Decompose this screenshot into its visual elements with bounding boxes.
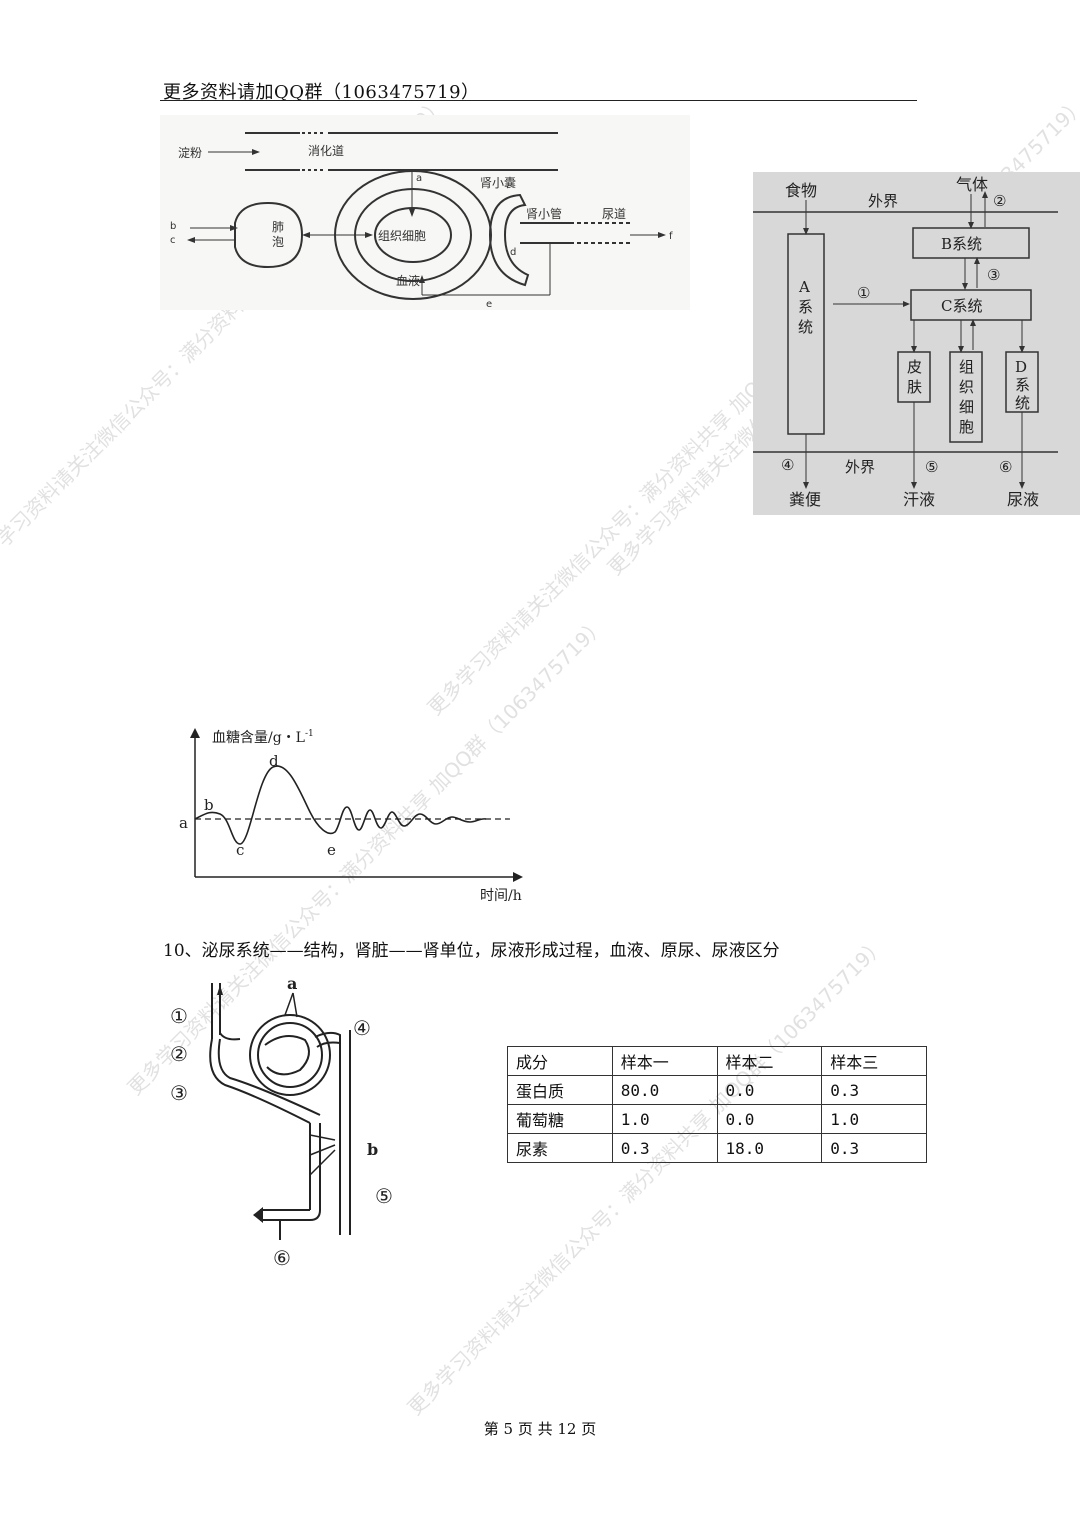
section-title: 10、泌尿系统——结构，肾脏——肾单位，尿液形成过程，血液、原尿、尿液区分 xyxy=(163,941,780,961)
table-header-row: 成分 样本一 样本二 样本三 xyxy=(507,1046,927,1076)
marker-5: ⑤ xyxy=(925,458,938,476)
table-cell: 18.0 xyxy=(716,1133,823,1163)
tissue-cell-label: 组织细胞 xyxy=(378,229,426,243)
label-a: a xyxy=(179,814,188,832)
marker-3: ③ xyxy=(170,1081,188,1105)
a-system-label-1: A xyxy=(798,278,810,296)
urethra-label: 尿道 xyxy=(602,207,626,221)
alveolus-label-2: 泡 xyxy=(272,235,284,249)
outside-bottom-label: 外界 xyxy=(845,458,875,476)
label-c: c xyxy=(170,235,176,246)
table-row: 尿素 0.3 18.0 0.3 xyxy=(507,1133,927,1163)
label-d: d xyxy=(510,247,516,258)
label-e: e xyxy=(327,841,336,859)
table-cell: 1.0 xyxy=(611,1104,718,1134)
marker-3: ③ xyxy=(987,266,1000,284)
table-row: 葡萄糖 1.0 0.0 1.0 xyxy=(507,1104,927,1134)
label-a: a xyxy=(287,975,297,993)
page-header: 更多资料请加QQ群（1063475719） xyxy=(163,82,480,103)
glomerular-capsule-label: 肾小囊 xyxy=(480,175,516,190)
page-footer: 第 5 页 共 12 页 xyxy=(483,1420,597,1438)
tissue-label-2: 织 xyxy=(959,378,974,396)
table-header-cell: 样本三 xyxy=(821,1046,927,1076)
label-c: c xyxy=(236,841,244,859)
table-cell: 尿素 xyxy=(507,1133,613,1163)
marker-2: ② xyxy=(170,1042,188,1066)
b-system-label: B系统 xyxy=(941,235,982,253)
y-axis-label: 血糖含量/g・L-1 xyxy=(212,729,314,746)
composition-table: 成分 样本一 样本二 样本三 蛋白质 80.0 0.0 0.3 葡萄糖 1.0 … xyxy=(507,1046,927,1163)
blood-sugar-chart: 血糖含量/g・L-1 时间/h a b c d e xyxy=(179,728,523,904)
body-systems-diagram: 淀粉 消化道 a b c 肺 泡 组织细胞 血液 肾小囊 肾小管 尿道 f d … xyxy=(160,115,690,310)
table-header-cell: 样本二 xyxy=(716,1046,823,1076)
skin-label-2: 肤 xyxy=(907,378,922,396)
watermark: 更多学习资料请关注微信公众号：满分资料共享 加QQ群（1063475719） xyxy=(402,932,891,1420)
table-cell: 0.3 xyxy=(821,1133,927,1163)
table-cell: 0.3 xyxy=(611,1133,718,1163)
table-cell: 葡萄糖 xyxy=(507,1104,613,1134)
marker-2: ② xyxy=(993,192,1006,210)
marker-6: ⑥ xyxy=(999,458,1012,476)
table-cell: 80.0 xyxy=(611,1075,718,1105)
tissue-label-4: 胞 xyxy=(959,418,974,436)
c-system-label: C系统 xyxy=(941,297,982,315)
urine-label: 尿液 xyxy=(1007,490,1039,509)
marker-1: ① xyxy=(170,1004,188,1028)
y-axis-arrow xyxy=(190,728,200,738)
x-axis-label: 时间/h xyxy=(480,888,522,904)
feces-label: 粪便 xyxy=(789,490,821,509)
table-row: 蛋白质 80.0 0.0 0.3 xyxy=(507,1075,927,1105)
table-cell: 蛋白质 xyxy=(507,1075,613,1105)
outside-top-label: 外界 xyxy=(868,192,898,210)
table-header-cell: 成分 xyxy=(507,1046,613,1076)
marker-5: ⑤ xyxy=(375,1184,393,1208)
x-axis-arrow xyxy=(513,872,523,882)
nephron-diagram: a b ① ② ③ ④ ⑤ ⑥ xyxy=(170,975,393,1270)
table-cell: 0.0 xyxy=(716,1075,823,1105)
label-d: d xyxy=(269,752,279,770)
alveolus-label-1: 肺 xyxy=(272,220,284,234)
starch-label: 淀粉 xyxy=(178,146,202,160)
d-system-label-1: D xyxy=(1015,358,1027,376)
a-system-label-3: 统 xyxy=(798,318,813,336)
table-cell: 0.3 xyxy=(821,1075,927,1105)
food-label: 食物 xyxy=(785,181,817,200)
d-system-label-2: 系 xyxy=(1015,376,1030,394)
a-system-label-2: 系 xyxy=(798,298,813,316)
label-e: e xyxy=(486,299,492,310)
gas-label: 气体 xyxy=(956,175,988,194)
marker-4: ④ xyxy=(353,1016,371,1040)
blood-label: 血液 xyxy=(396,273,420,288)
header-rule xyxy=(160,100,917,101)
skin-label-1: 皮 xyxy=(907,358,922,376)
tissue-label-1: 组 xyxy=(959,358,974,376)
marker-6: ⑥ xyxy=(273,1246,291,1270)
digestive-tract-label: 消化道 xyxy=(308,144,344,158)
label-f: f xyxy=(669,231,673,242)
marker-1: ① xyxy=(857,284,870,302)
tissue-label-3: 细 xyxy=(959,398,974,416)
table-header-cell: 样本一 xyxy=(611,1046,718,1076)
renal-tubule-label: 肾小管 xyxy=(526,206,562,221)
marker-4: ④ xyxy=(781,456,794,474)
d-system-label-3: 统 xyxy=(1015,394,1030,412)
label-b: b xyxy=(204,796,214,814)
blood-sugar-curve xyxy=(194,765,487,845)
system-relation-diagram: 食物 气体 外界 ② A 系 统 B系统 ③ ① C系统 皮 肤 组 织 细 胞… xyxy=(753,172,1080,515)
label-b: b xyxy=(367,1140,378,1159)
sweat-label: 汗液 xyxy=(903,490,935,509)
table-cell: 0.0 xyxy=(716,1104,823,1134)
label-b: b xyxy=(170,221,176,232)
label-a: a xyxy=(416,173,422,184)
table-cell: 1.0 xyxy=(821,1104,927,1134)
